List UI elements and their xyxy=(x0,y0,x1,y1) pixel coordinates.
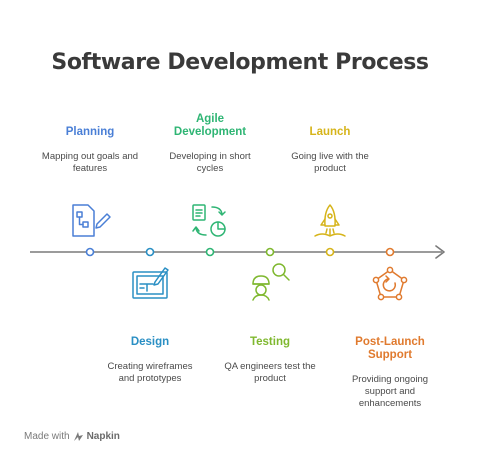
stage-title-post-launch: Post-Launch Support xyxy=(355,336,425,361)
stage-title-agile: Agile Development xyxy=(173,113,247,138)
stage-title-testing: Testing xyxy=(249,336,291,348)
blueprint-pencil-icon xyxy=(132,267,169,299)
marker-launch xyxy=(325,247,335,257)
marker-agile xyxy=(205,247,215,257)
stage-desc-launch: Going live with the product xyxy=(291,151,369,174)
flowchart-pencil-icon xyxy=(72,204,111,237)
stage-desc-design: Creating wireframes and prototypes xyxy=(107,361,193,384)
stage-desc-testing: QA engineers test the product xyxy=(224,361,316,384)
stage-desc-planning: Mapping out goals and features xyxy=(41,151,139,174)
stage-title-planning: Planning xyxy=(65,126,115,138)
napkin-brand[interactable]: Made with Napkin xyxy=(24,431,120,442)
stage-launch: Launch Going live with the product xyxy=(270,126,390,175)
stage-design: Design Creating wireframes and prototype… xyxy=(90,336,210,385)
engineer-magnifier-icon xyxy=(252,263,290,301)
stage-title-launch: Launch xyxy=(309,126,351,138)
brand-prefix: Made with xyxy=(24,431,70,442)
diagram-title: Software Development Process xyxy=(51,50,429,75)
stage-desc-agile: Developing in short cycles xyxy=(169,151,251,174)
stage-post-launch: Post-Launch Support Providing ongoing su… xyxy=(330,336,450,410)
stage-planning: Planning Mapping out goals and features xyxy=(30,126,150,175)
timeline-arrowhead xyxy=(435,245,445,259)
marker-post-launch xyxy=(385,247,395,257)
rocket-icon xyxy=(314,204,346,237)
stage-agile: Agile Development Developing in short cy… xyxy=(150,113,270,175)
stage-testing: Testing QA engineers test the product xyxy=(210,336,330,385)
support-cycle-icon xyxy=(372,266,408,301)
marker-planning xyxy=(85,247,95,257)
marker-testing xyxy=(265,247,275,257)
napkin-logo-icon xyxy=(73,432,83,441)
brand-name: Napkin xyxy=(86,431,120,442)
marker-design xyxy=(145,247,155,257)
stage-desc-post-launch: Providing ongoing support and enhancemen… xyxy=(351,374,429,409)
stage-title-design: Design xyxy=(130,336,170,348)
document-chart-cycle-icon xyxy=(192,204,226,237)
